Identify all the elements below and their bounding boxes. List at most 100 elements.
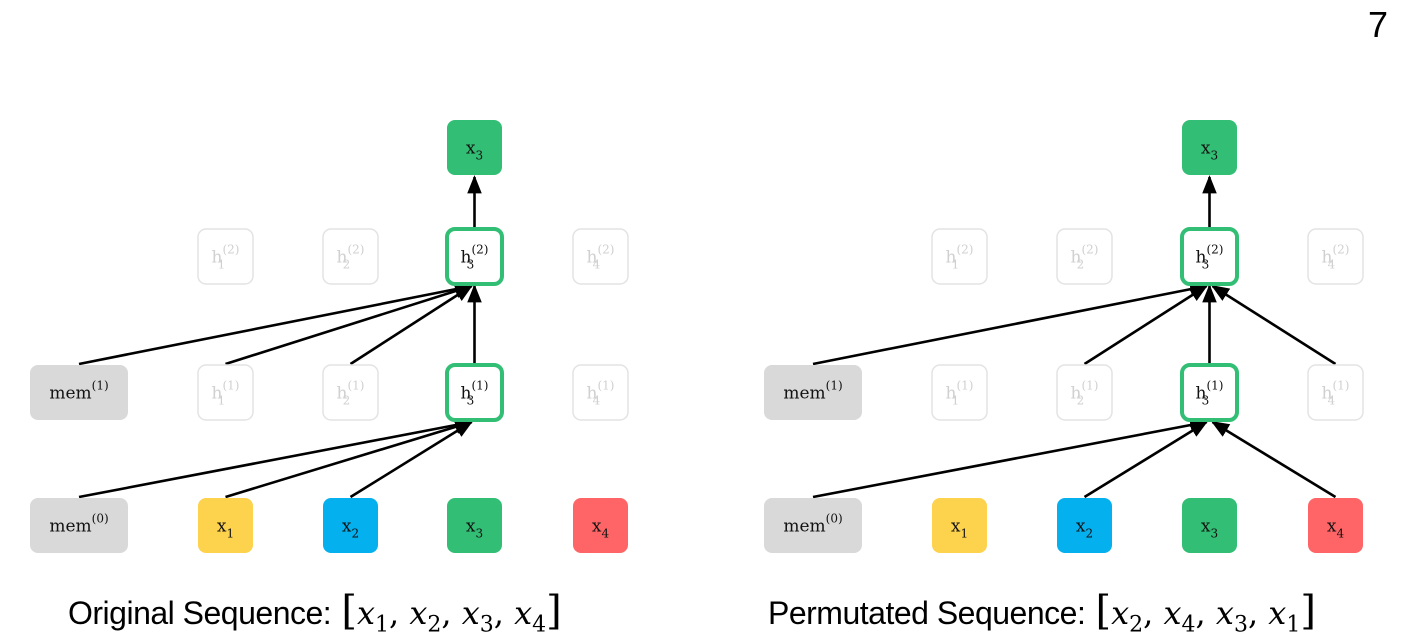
node-box [30, 365, 128, 420]
node-label: x3 [1201, 517, 1218, 541]
node-label: mem(1) [49, 379, 108, 404]
hidden-node-layer2-2: h(2)2 [322, 228, 379, 285]
caption-original-sequence: Original Sequence: [x1, x2, x3, x4] [68, 588, 562, 637]
input-node-x3: x3 [1182, 498, 1237, 553]
node-box [573, 498, 628, 553]
edge-x2-to-h3-layer1 [1083, 420, 1209, 499]
caption-sequence: [x2, x4, x3, x1] [1095, 588, 1316, 638]
output-node-x3: x3 [1182, 120, 1237, 175]
hidden-node-layer1-2: h(1)2 [322, 364, 379, 421]
edge-h21-to-h3-layer2 [1083, 284, 1209, 366]
edge-mem1-to-h3-layer2 [78, 282, 474, 366]
node-box [1307, 228, 1364, 285]
hidden-node-layer1-3: h(1)3 [1180, 363, 1239, 422]
page-number: 7 [1367, 4, 1388, 45]
node-box [572, 228, 629, 285]
node-box [572, 364, 629, 421]
hidden-node-layer1-3: h(1)3 [445, 363, 504, 422]
edge-mem0-to-h3-layer1 [78, 417, 474, 499]
edge-x2-to-h3-layer1 [349, 420, 474, 499]
node-label: h(2)2 [337, 243, 365, 272]
edge-x1-to-h3-layer1 [225, 419, 474, 499]
memory-node-layer0: mem(0) [764, 498, 862, 553]
input-node-x1: x1 [198, 498, 253, 553]
node-label: h(2)3 [1196, 243, 1224, 272]
node-label: x1 [217, 517, 234, 541]
node-box [932, 498, 987, 553]
node-box [447, 120, 502, 175]
edge-mem0-to-h3-layer1 [812, 417, 1209, 499]
node-label: h(2)1 [946, 243, 974, 272]
sequence-token: x1 [1268, 594, 1301, 638]
node-box [1180, 227, 1239, 286]
hidden-node-layer2-4: h(2)4 [1307, 228, 1364, 285]
hidden-node-layer1-1: h(1)1 [931, 364, 988, 421]
node-label: h(2)3 [461, 243, 489, 272]
node-label: h(2)4 [587, 243, 615, 272]
hidden-node-layer1-1: h(1)1 [197, 364, 254, 421]
node-label: h(1)1 [212, 379, 240, 408]
node-label: h(2)1 [212, 243, 240, 272]
node-label: h(1)4 [1322, 379, 1350, 408]
memory-node-layer1: mem(1) [30, 365, 128, 420]
node-label: h(1)2 [1071, 379, 1099, 408]
caption-label: Permutated Sequence: [768, 595, 1086, 631]
node-box [1182, 498, 1237, 553]
node-label: x3 [466, 139, 483, 163]
sequence-token: x3 [461, 594, 494, 638]
node-box [764, 498, 862, 553]
caption-label: Original Sequence: [68, 595, 332, 631]
input-node-x2: x2 [1057, 498, 1112, 553]
hidden-node-layer2-4: h(2)4 [572, 228, 629, 285]
node-box [198, 498, 253, 553]
node-label: mem(0) [49, 512, 108, 537]
bracket-close: ] [546, 588, 562, 634]
sequence-token: x3 [1215, 594, 1248, 638]
node-label: x4 [1327, 517, 1345, 541]
node-label: mem(0) [783, 512, 842, 537]
node-box [1182, 120, 1237, 175]
edge-mem1-to-h3-layer2 [812, 282, 1209, 366]
caption-sequence: [x1, x2, x3, x4] [341, 588, 562, 638]
node-box [931, 228, 988, 285]
hidden-node-layer2-1: h(2)1 [931, 228, 988, 285]
node-label: x4 [592, 517, 610, 541]
hidden-node-layer2-2: h(2)2 [1056, 228, 1113, 285]
node-box [1307, 364, 1364, 421]
input-node-x1: x1 [932, 498, 987, 553]
node-box [1056, 364, 1113, 421]
edge-h11-to-h3-layer2 [225, 284, 474, 366]
memory-node-layer1: mem(1) [764, 365, 862, 420]
edge-h41-to-h3-layer2 [1210, 284, 1337, 366]
node-box [1308, 498, 1363, 553]
node-label: h(2)2 [1071, 243, 1099, 272]
node-box [322, 364, 379, 421]
input-node-x2: x2 [323, 498, 378, 553]
node-box [322, 228, 379, 285]
bracket-close: ] [1300, 588, 1316, 634]
edge-h21-to-h3-layer2 [349, 284, 474, 366]
node-label: x2 [342, 517, 359, 541]
node-box [30, 498, 128, 553]
node-box [445, 363, 504, 422]
bracket-open: [ [1095, 588, 1112, 634]
node-label: h(1)3 [1196, 379, 1224, 408]
node-box [1056, 228, 1113, 285]
node-label: h(1)4 [587, 379, 615, 408]
hidden-node-layer1-2: h(1)2 [1056, 364, 1113, 421]
node-label: x3 [1201, 139, 1218, 163]
edge-x4-to-h3-layer1 [1210, 420, 1337, 499]
sequence-token: x4 [1163, 594, 1196, 638]
node-label: h(1)1 [946, 379, 974, 408]
hidden-node-layer1-4: h(1)4 [572, 364, 629, 421]
node-box [764, 365, 862, 420]
node-box [931, 364, 988, 421]
node-label: h(1)3 [461, 379, 489, 408]
memory-node-layer0: mem(0) [30, 498, 128, 553]
hidden-node-layer2-3: h(2)3 [1180, 227, 1239, 286]
node-box [1057, 498, 1112, 553]
node-box [197, 364, 254, 421]
node-label: x3 [466, 517, 483, 541]
sequence-token: x4 [514, 594, 547, 638]
